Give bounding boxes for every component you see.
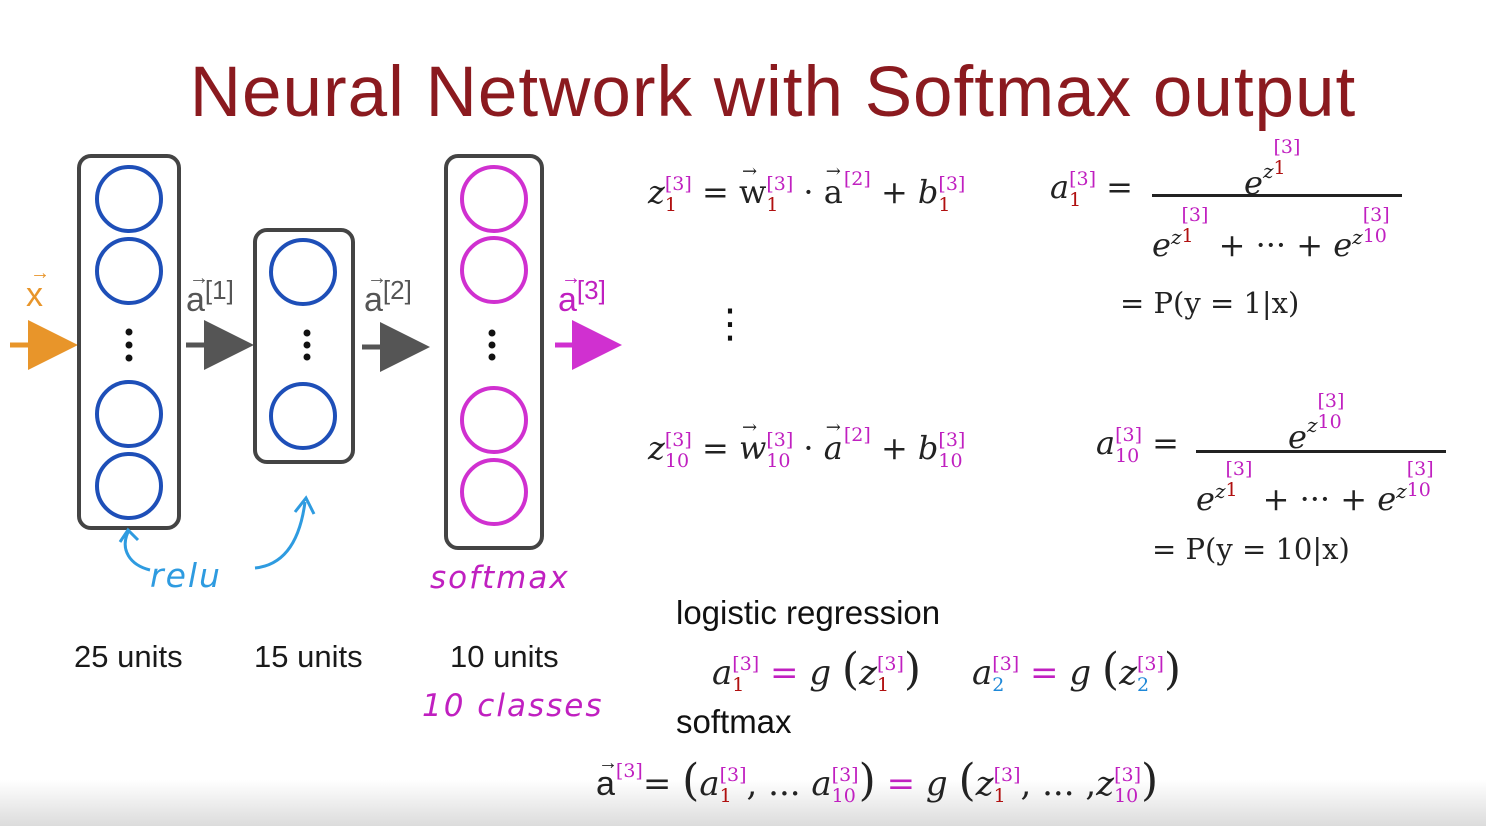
softmax-heading: softmax [676, 703, 792, 740]
relu-arrow-2-head [293, 495, 316, 515]
layer2-units: 15 units [254, 639, 363, 674]
equation-z10: z[3]10 = →w[3]10 · →a[2] + b[3]10 [648, 417, 966, 472]
softmax-vector-eq: →a[3]= (a[3]1, ... a[3]10) = g (z[3]1, .… [596, 752, 1159, 807]
vdots-dot [125, 328, 133, 336]
layer1-neuron [95, 237, 163, 305]
logistic-eq-2: a[3]2 = g (z[3]2) [972, 644, 1182, 696]
classes-annotation: 10 classes [422, 688, 604, 724]
layer3-neuron [460, 236, 528, 304]
a10-fraction-bar [1196, 450, 1446, 453]
p-y10: = P(y = 10|x) [1152, 532, 1350, 566]
relu-arrow-1-head [118, 527, 140, 543]
layer2-box [253, 228, 355, 464]
vdots-dot [303, 329, 311, 337]
layer2-neuron [269, 238, 337, 306]
a10-numerator: ez[3]10 [1288, 390, 1345, 457]
vdots-dot [125, 341, 133, 349]
equation-z1: z[3]1 = →w[3]1 · →a[2] + b[3]1 [648, 161, 966, 216]
input-x-label: →x [26, 262, 50, 314]
vdots-dot [488, 353, 496, 361]
layer3-box [444, 154, 544, 550]
vdots-dot [125, 354, 133, 362]
equation-a1-lhs: a[3]1 = [1050, 167, 1133, 211]
a3-label: →a[3] [558, 267, 606, 319]
network-diagram [10, 154, 622, 572]
layer3-units: 10 units [450, 639, 559, 674]
a1-denominator: ez[3]1 + ··· + ez[3]10 [1152, 204, 1390, 265]
relu-annotation: relu [150, 556, 222, 595]
softmax-annotation: softmax [430, 560, 570, 596]
equation-a10-lhs: a[3]10 = [1096, 423, 1179, 467]
relu-arrow-2 [254, 501, 307, 570]
vdots-dot [488, 341, 496, 349]
logistic-eq-1: a[3]1 = g (z[3]1) [712, 644, 922, 696]
layer3-neuron [460, 458, 528, 526]
vdots-dot [303, 353, 311, 361]
logistic-regression-heading: logistic regression [676, 594, 941, 631]
layer3-neuron [460, 386, 528, 454]
layer1-neuron [95, 380, 163, 448]
vdots-dot [303, 341, 311, 349]
a1-label: →a[1] [186, 267, 234, 319]
equations-vdots: ⋮ [710, 301, 750, 347]
a10-denominator: ez[3]1 + ··· + ez[3]10 [1196, 458, 1434, 519]
page-title: Neural Network with Softmax output [189, 53, 1357, 132]
layer1-box [77, 154, 181, 530]
p-y1: = P(y = 1|x) [1120, 286, 1300, 320]
a2-label: →a[2] [364, 267, 412, 319]
relu-arrow-1 [123, 531, 151, 572]
layer3-neuron [460, 165, 528, 233]
layer1-units: 25 units [74, 639, 183, 674]
layer2-neuron [269, 382, 337, 450]
vdots-dot [488, 329, 496, 337]
a1-numerator: ez[3]1 [1244, 136, 1301, 203]
layer1-neuron [95, 452, 163, 520]
layer1-neuron [95, 165, 163, 233]
a1-fraction-bar [1152, 194, 1402, 197]
